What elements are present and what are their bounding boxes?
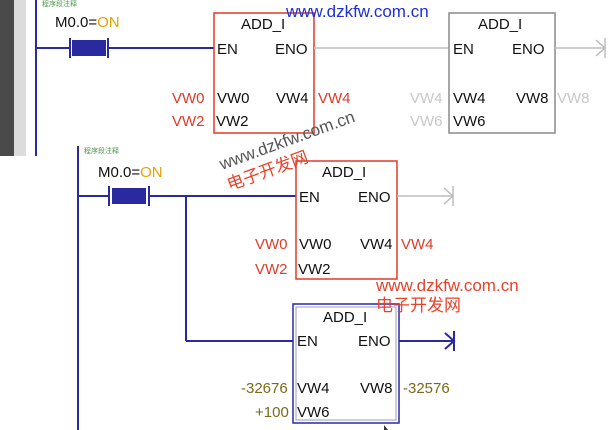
block-en-pin: EN bbox=[453, 41, 474, 58]
block-in1-param: VW4 bbox=[453, 90, 486, 107]
block-en-pin: EN bbox=[297, 333, 318, 350]
block-in1-param: VW0 bbox=[299, 236, 332, 253]
bottom-network-canvas: 程序段注释 M0.0=ON ADD_I EN ENO VW0 VW4 VW2 V… bbox=[77, 146, 456, 430]
block-out-param: VW4 bbox=[360, 236, 393, 253]
block-in1-param: VW4 bbox=[297, 380, 330, 397]
top-ladder-pane: 程序段注释 M0.0=ON ADD_I EN ENO VW0 VW4 VW2 V… bbox=[0, 0, 613, 156]
network-comment: 程序段注释 bbox=[42, 0, 77, 8]
block-out-value: VW4 bbox=[318, 90, 351, 107]
add-i-block-2[interactable] bbox=[448, 12, 556, 134]
block-in2-param: VW6 bbox=[297, 404, 330, 421]
block-en-pin: EN bbox=[299, 189, 320, 206]
block-in1-value: VW4 bbox=[410, 90, 443, 107]
left-scroll-strip bbox=[0, 0, 14, 156]
block-in1-value: VW0 bbox=[172, 90, 205, 107]
block-eno-pin: ENO bbox=[512, 41, 545, 58]
block-title: ADD_I bbox=[478, 16, 522, 33]
top-network-canvas: 程序段注释 M0.0=ON ADD_I EN ENO VW0 VW4 VW2 V… bbox=[35, 0, 607, 156]
block-in2-param: VW2 bbox=[216, 113, 249, 130]
contact-address: M0.0=ON bbox=[98, 164, 163, 181]
block-out-param: VW8 bbox=[516, 90, 549, 107]
network-comment: 程序段注释 bbox=[84, 146, 119, 155]
block-out-value: VW4 bbox=[401, 236, 434, 253]
block-en-pin: EN bbox=[217, 41, 238, 58]
block-out-param: VW8 bbox=[360, 380, 393, 397]
block-in2-value: VW2 bbox=[172, 113, 205, 130]
contact-m0-0[interactable] bbox=[69, 38, 109, 58]
block-in1-value: -32676 bbox=[241, 380, 288, 397]
left-margin-strip bbox=[14, 0, 26, 156]
block-in2-param: VW6 bbox=[453, 113, 486, 130]
block-in2-value: VW6 bbox=[410, 113, 443, 130]
contact-address: M0.0=ON bbox=[55, 14, 120, 31]
block-out-param: VW4 bbox=[276, 90, 309, 107]
block-in2-value: VW2 bbox=[255, 261, 288, 278]
block-in1-param: VW0 bbox=[217, 90, 250, 107]
cursor-icon bbox=[384, 425, 388, 430]
block-eno-pin: ENO bbox=[358, 333, 391, 350]
add-i-block-2[interactable] bbox=[292, 303, 400, 424]
add-i-block-1[interactable] bbox=[213, 12, 315, 134]
block-in2-value: +100 bbox=[255, 404, 289, 421]
block-title: ADD_I bbox=[323, 309, 367, 326]
block-eno-pin: ENO bbox=[275, 41, 308, 58]
block-title: ADD_I bbox=[322, 164, 366, 181]
block-in2-param: VW2 bbox=[298, 261, 331, 278]
block-eno-pin: ENO bbox=[358, 189, 391, 206]
contact-m0-0[interactable] bbox=[108, 186, 150, 206]
add-i-block-1[interactable] bbox=[295, 160, 398, 280]
block-out-value: -32576 bbox=[403, 380, 450, 397]
bottom-ladder-pane: 程序段注释 M0.0=ON ADD_I EN ENO VW0 VW4 VW2 V… bbox=[62, 146, 613, 430]
block-title: ADD_I bbox=[241, 16, 285, 33]
block-out-value: VW8 bbox=[557, 90, 590, 107]
block-in1-value: VW0 bbox=[255, 236, 288, 253]
